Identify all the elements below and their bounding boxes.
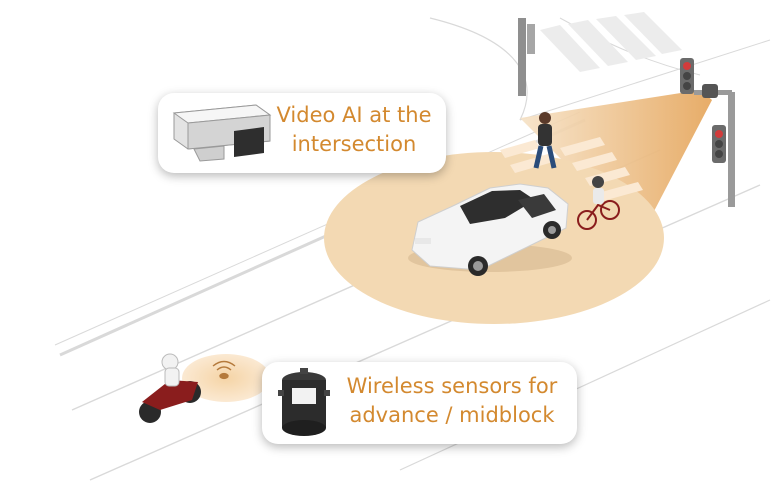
crosswalk-zone bbox=[500, 137, 643, 201]
crosswalk-top bbox=[540, 12, 682, 72]
car-icon bbox=[408, 183, 572, 276]
pedestrian-icon bbox=[533, 112, 557, 169]
cyclist-icon bbox=[577, 176, 620, 230]
motorcycle-icon bbox=[139, 353, 201, 423]
wireless-sensors-callout: Wireless sensors for advance / midblock bbox=[262, 362, 577, 444]
wireless-line1: Wireless sensors for bbox=[346, 374, 558, 398]
video-ai-line2: intersection bbox=[291, 132, 417, 156]
video-ai-callout: Video AI at the intersection bbox=[158, 93, 446, 173]
camera-beam bbox=[520, 90, 712, 238]
wireless-line2: advance / midblock bbox=[349, 403, 555, 427]
wireless-puck-icon bbox=[212, 360, 236, 380]
traffic-light-icon bbox=[680, 58, 735, 207]
video-ai-label: Video AI at the intersection bbox=[266, 101, 442, 159]
traffic-pole-top bbox=[518, 18, 535, 96]
video-camera-icon bbox=[172, 104, 272, 162]
video-ai-line1: Video AI at the bbox=[276, 103, 432, 127]
wireless-sensors-label: Wireless sensors for advance / midblock bbox=[332, 372, 572, 430]
wireless-sensor-icon bbox=[278, 368, 330, 436]
